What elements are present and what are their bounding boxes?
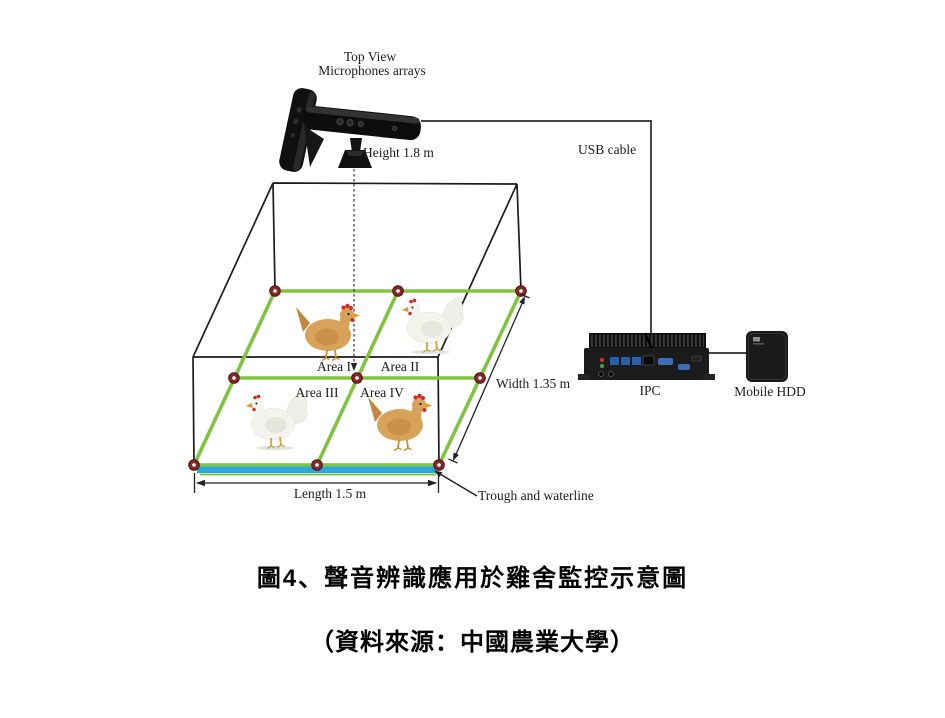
hdd-logo	[753, 337, 760, 342]
microphone-array-device	[279, 88, 421, 172]
chicken-area3	[244, 393, 309, 452]
ipc-label: IPC	[639, 383, 661, 398]
area3-label: Area III	[295, 385, 339, 400]
camera-lens	[336, 118, 344, 126]
cage-wireframe	[192, 182, 522, 466]
width-arrow	[448, 293, 530, 464]
chicken-area2	[400, 297, 465, 356]
cage-edges	[192, 182, 522, 466]
height-dotted-line	[350, 144, 358, 371]
device-stand-wedge	[304, 126, 324, 167]
hdd-label: Mobile HDD	[734, 384, 806, 399]
area2-label: Area II	[380, 359, 420, 374]
figure-caption-title: 圖4、聲音辨識應用於雞舍監控示意圖	[256, 565, 689, 592]
area4-label: Area IV	[360, 385, 404, 400]
trough-label: Trough and waterline	[478, 488, 594, 503]
length-arrow	[193, 473, 440, 493]
camera-lens	[357, 120, 364, 127]
ipc-device	[578, 332, 715, 380]
device-neck	[350, 138, 362, 152]
chicken-area1	[295, 302, 361, 362]
length-label: Length 1.5 m	[293, 486, 367, 501]
ipc-ports	[598, 355, 702, 377]
area1-label: Area I	[316, 359, 352, 374]
device-base	[338, 150, 372, 168]
width-label: Width 1.35 m	[496, 376, 571, 391]
height-arrow-down	[350, 363, 358, 371]
top-view-label: Top View	[343, 49, 397, 64]
height-label: Height 1.8 m	[363, 145, 434, 160]
trough-arrow	[434, 470, 478, 497]
figure-caption-source: （資料來源：中國農業大學）	[310, 629, 635, 656]
usb-cable-label: USB cable	[578, 142, 637, 157]
chicken-area4	[367, 392, 433, 452]
camera-lens	[346, 119, 354, 127]
camera-lens	[391, 125, 398, 132]
mic-arrays-label: Microphones arrays	[318, 63, 426, 78]
grid-nodes	[188, 285, 527, 471]
mobile-hdd-device	[746, 331, 788, 382]
usb-cable-line	[421, 120, 747, 354]
